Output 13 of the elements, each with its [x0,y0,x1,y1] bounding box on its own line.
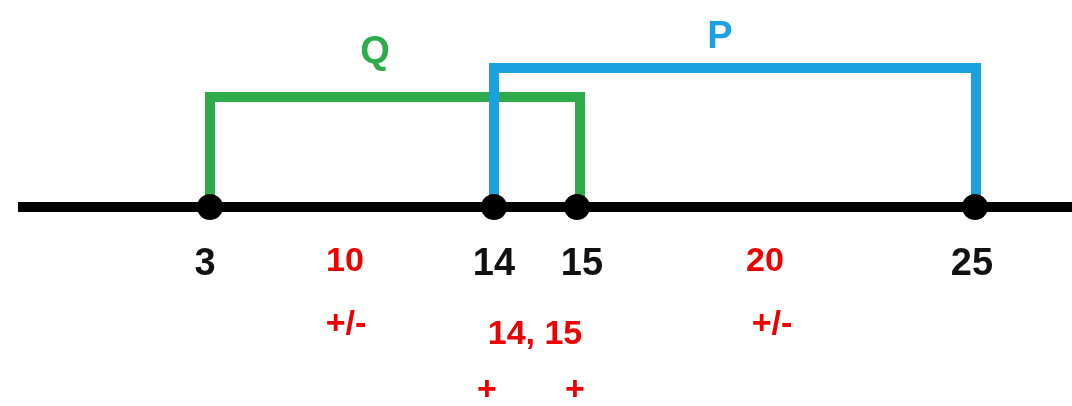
axis-label: 14, 15 [487,315,583,349]
axis-label: +/- [325,305,367,339]
axis-label: + [565,371,585,405]
axis-label: 3 [194,243,216,281]
axis-label: P [707,16,733,54]
axis-label: + [477,371,497,405]
axis-label: 15 [560,243,604,281]
axis-label: +/- [751,305,793,339]
axis-label: 10 [326,242,364,276]
axis-label: 14 [472,243,516,281]
axis-label: Q [360,31,390,69]
axis-label: 25 [950,243,994,281]
axis-label: 20 [746,242,784,276]
